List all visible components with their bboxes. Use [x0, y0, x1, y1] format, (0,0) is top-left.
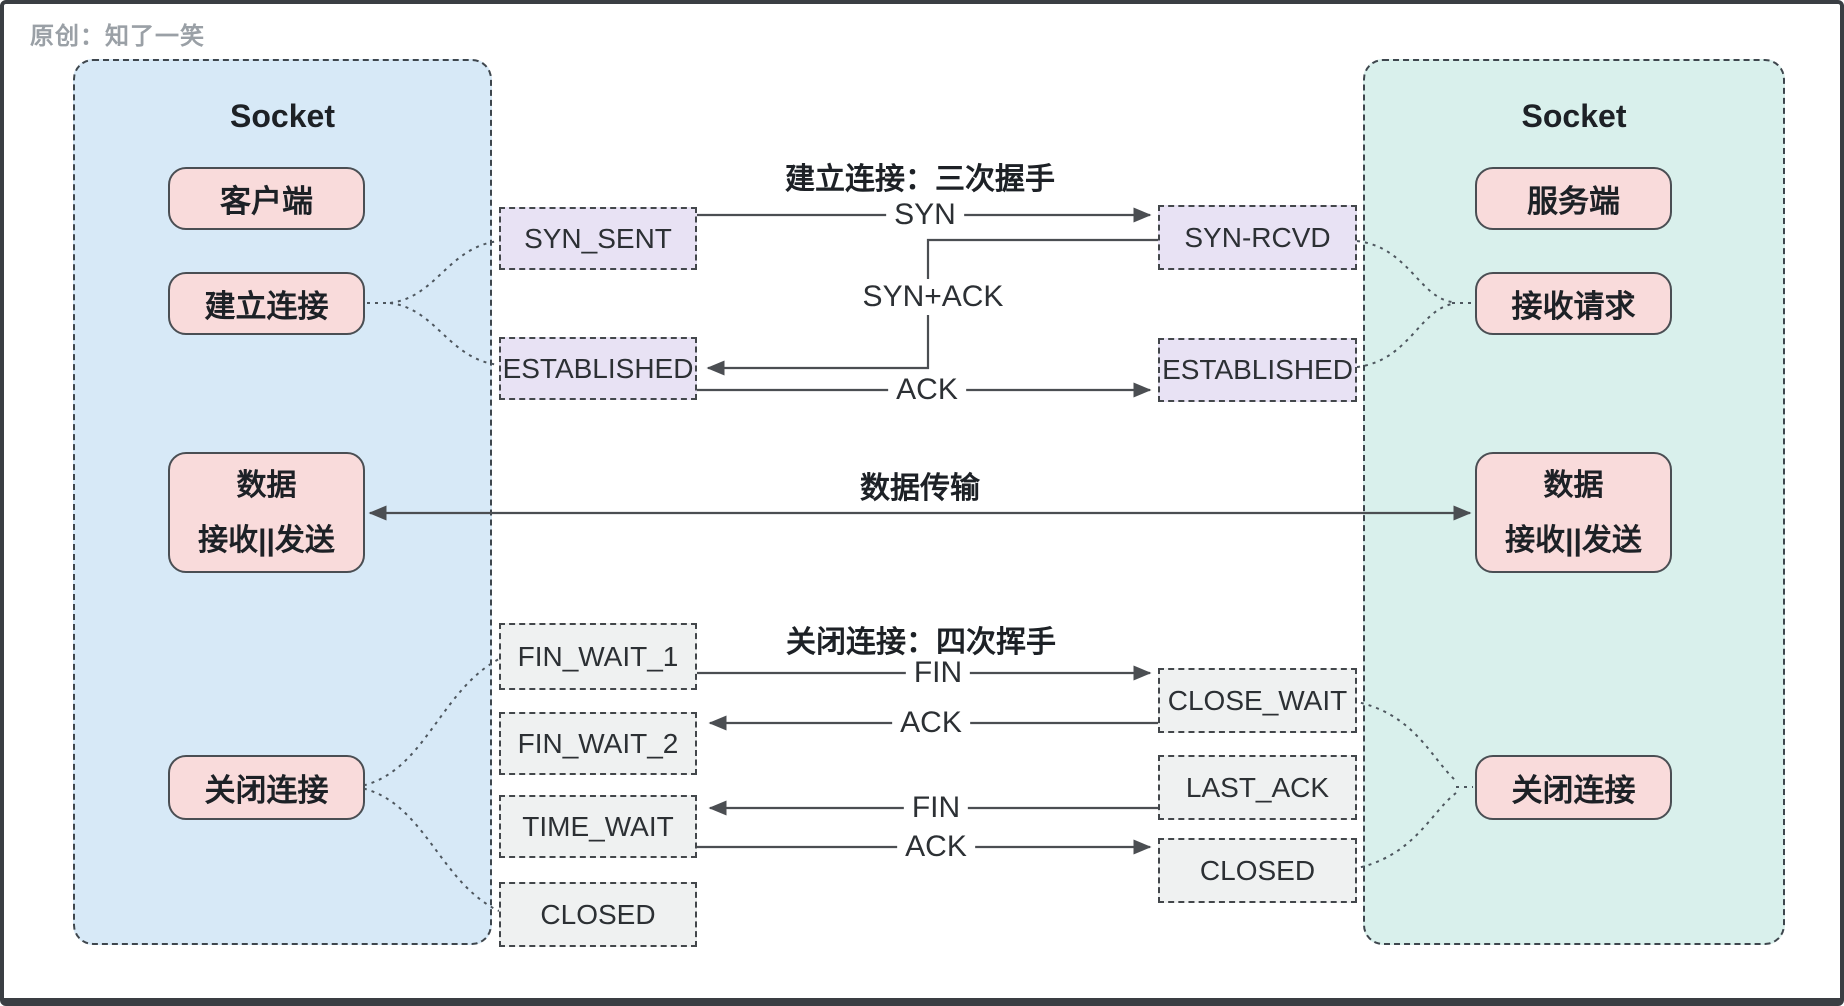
state-time-wait: TIME_WAIT: [499, 795, 697, 858]
close-connection-box-server: 关闭连接: [1475, 755, 1672, 820]
label-syn: SYN: [886, 197, 964, 233]
established-to-accept-connector: [1356, 303, 1453, 368]
state-last-ack: LAST_ACK: [1158, 755, 1357, 820]
data-transfer-box-server-line1: 数据: [1543, 468, 1604, 502]
state-syn-rcvd: SYN-RCVD: [1158, 205, 1357, 270]
close-to-closed-connector: [355, 786, 500, 912]
data-transfer-box-client: 数据 接收||发送: [168, 452, 365, 573]
close-connection-box-client: 关闭连接: [168, 755, 365, 820]
label-fin-2: FIN: [903, 790, 969, 826]
client-box: 客户端: [168, 167, 365, 230]
state-closed-server: CLOSED: [1158, 838, 1357, 903]
label-syn-ack: SYN+ACK: [854, 279, 1012, 315]
label-ack-1: ACK: [892, 705, 970, 741]
server-socket-title: Socket: [1521, 98, 1627, 134]
syn-rcvd-to-accept-connector: [1356, 240, 1453, 303]
close-to-fin-wait-1-connector: [355, 658, 500, 788]
state-close-wait: CLOSE_WAIT: [1158, 668, 1357, 733]
establish-to-syn-sent-connector: [389, 240, 500, 304]
watermark: 原创：知了一笑: [30, 23, 205, 50]
label-ack-handshake: ACK: [888, 372, 966, 408]
state-established-client: ESTABLISHED: [499, 337, 697, 400]
establish-connection-box-client: 建立连接: [168, 272, 365, 335]
data-transfer-box-client-line1: 数据: [236, 468, 297, 502]
data-transfer-box-server-line2: 接收||发送: [1505, 523, 1642, 557]
server-box: 服务端: [1475, 167, 1672, 230]
data-transfer-box-client-line2: 接收||发送: [198, 523, 335, 557]
label-fin-1: FIN: [905, 655, 971, 691]
label-ack-2: ACK: [897, 829, 975, 865]
state-fin-wait-2: FIN_WAIT_2: [499, 712, 697, 775]
state-closed-client: CLOSED: [499, 882, 697, 947]
close-wait-to-close-connector: [1352, 700, 1457, 782]
section-title-handshake: 建立连接：三次握手: [785, 163, 1055, 196]
accept-request-box-server: 接收请求: [1475, 272, 1672, 335]
closed-to-close-connector: [1352, 792, 1457, 870]
client-socket-title: Socket: [230, 98, 335, 134]
section-title-data-transfer: 数据传输: [860, 472, 980, 505]
establish-to-established-connector: [389, 302, 500, 366]
state-established-server: ESTABLISHED: [1158, 338, 1357, 402]
data-transfer-box-server: 数据 接收||发送: [1475, 452, 1672, 573]
state-syn-sent: SYN_SENT: [499, 207, 697, 270]
section-title-teardown: 关闭连接：四次挥手: [786, 626, 1056, 659]
state-fin-wait-1: FIN_WAIT_1: [499, 623, 697, 690]
